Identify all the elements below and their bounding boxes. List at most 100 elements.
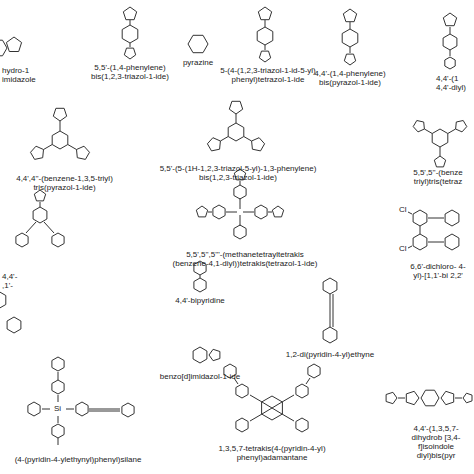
benzene-ring — [421, 390, 439, 406]
bond-line — [428, 242, 444, 243]
compound-name: 6,6'-dichloro- 4-yl)-[1,1'-bi 2,2' — [407, 262, 469, 280]
azole-ring — [196, 206, 207, 217]
bond-line — [130, 20, 131, 25]
benzene-ring — [76, 402, 88, 416]
azole-ring — [386, 392, 397, 403]
compound-name: 4,4'-(1,4-phenylene) bis(pyrazol-1-ide) — [300, 69, 400, 87]
bond-line — [130, 43, 131, 47]
benzene-ring — [262, 396, 283, 420]
azole-ring — [6, 37, 21, 52]
benzene-ring — [122, 403, 134, 417]
bond-line — [58, 395, 59, 402]
bond-line — [208, 212, 212, 213]
bond-line — [240, 198, 241, 209]
bond-line — [89, 409, 120, 410]
bond-line — [58, 416, 59, 423]
benzene-ring — [236, 384, 248, 398]
azole-ring — [406, 391, 419, 404]
bond-line — [265, 20, 266, 27]
azole-ring — [31, 146, 44, 159]
azole-ring — [413, 121, 424, 132]
benzene-ring — [445, 57, 455, 69]
compound-name: pyrazine — [173, 58, 223, 67]
compound-name: hydro-1 imidazole — [2, 66, 40, 84]
bond-line — [236, 114, 237, 123]
compound-name: 5,5'-(5-(1H-1,2,3-triazol-5-yl)-1,3-phen… — [152, 164, 324, 182]
bond-line — [350, 47, 351, 53]
azole-ring — [434, 156, 445, 167]
compound-name: 5-(4-(1,2,3-triazol-1-id-5-yl) phenyl)te… — [207, 66, 329, 84]
azole-ring — [77, 146, 90, 159]
atom-label: Cl — [398, 244, 408, 253]
bond-line — [68, 145, 77, 150]
bond-line — [398, 398, 405, 399]
bond-line — [282, 414, 294, 421]
bond-line — [58, 438, 59, 445]
benzene-ring — [257, 27, 273, 45]
benzene-ring — [296, 384, 308, 398]
bond-line — [262, 402, 282, 414]
bond-line — [330, 294, 331, 327]
compound-name: 4,4'-(1,3,5,7- dihydrob [3,4-f]isoindole… — [404, 424, 468, 460]
azole-ring — [272, 206, 283, 217]
benzene-ring — [213, 205, 225, 219]
benzene-ring — [52, 131, 68, 149]
azole-ring — [344, 54, 355, 65]
compound-name: 4,4'-(1 4,4'-diyl) — [436, 74, 470, 92]
compound-name: 4,4',4''-(benzene-1,3,5-triyl) tris(pyra… — [2, 174, 127, 192]
azole-ring — [207, 138, 220, 151]
bond-line — [448, 129, 456, 134]
bond-line — [268, 212, 272, 213]
benzene-ring — [308, 364, 320, 378]
bond-line — [42, 409, 50, 410]
azole-ring — [441, 391, 454, 404]
benzene-ring — [234, 185, 246, 199]
bond-line — [244, 137, 252, 142]
compound-name: 1,3,5,7-tetrakis(4-(pyridin-4-yl) phenyl… — [197, 444, 347, 462]
benzene-ring — [323, 278, 337, 294]
benzene-ring — [188, 35, 208, 52]
benzene-ring — [445, 234, 459, 250]
bond-line — [440, 147, 441, 156]
benzene-ring — [28, 402, 40, 416]
benzene-ring — [16, 233, 28, 247]
azole-ring — [443, 13, 456, 26]
bond-line — [250, 395, 262, 402]
bond-line — [420, 226, 421, 234]
benzene-ring — [193, 347, 207, 363]
compound-name: 5,5'-(1,4-phenylene) bis(1,2,3-triazol-1… — [80, 63, 180, 81]
bond-line — [250, 414, 262, 421]
bond-line — [44, 145, 53, 150]
bond-line — [262, 402, 282, 414]
compound-name: 4,4'-bipyridine — [160, 296, 240, 305]
benzene-ring — [255, 205, 267, 219]
azole-ring — [53, 108, 66, 121]
compound-name: (4-(pyridin-4-ylethynyl)phenyl)silane — [3, 455, 153, 464]
benzene-ring — [122, 25, 138, 43]
bond-line — [89, 411, 120, 412]
bond-line — [240, 215, 241, 226]
azole-ring — [259, 51, 270, 62]
azole-ring — [343, 9, 356, 22]
bond-line — [282, 395, 294, 402]
azole-ring — [252, 138, 265, 151]
benzene-ring — [413, 210, 427, 226]
compound-name: 5,5',5'',5'''-(methanetetrayltetrakis (b… — [170, 250, 320, 268]
benzene-ring — [296, 418, 308, 432]
benzene-ring — [0, 291, 6, 309]
bond-line — [60, 121, 61, 131]
compound-name: benzo[d]imidazol-1-ide — [145, 372, 255, 381]
benzene-ring — [443, 34, 457, 50]
bond-line — [40, 202, 41, 207]
bond-line — [58, 372, 59, 380]
benzene-ring — [228, 123, 244, 141]
bond-line — [26, 222, 36, 233]
azole-ring — [124, 48, 135, 59]
benzene-ring — [323, 327, 337, 343]
benzene-ring — [413, 234, 427, 250]
bond-line — [428, 218, 444, 219]
benzene-ring — [52, 233, 64, 247]
bond-line — [243, 212, 254, 213]
atom-label: Cl — [398, 205, 408, 214]
